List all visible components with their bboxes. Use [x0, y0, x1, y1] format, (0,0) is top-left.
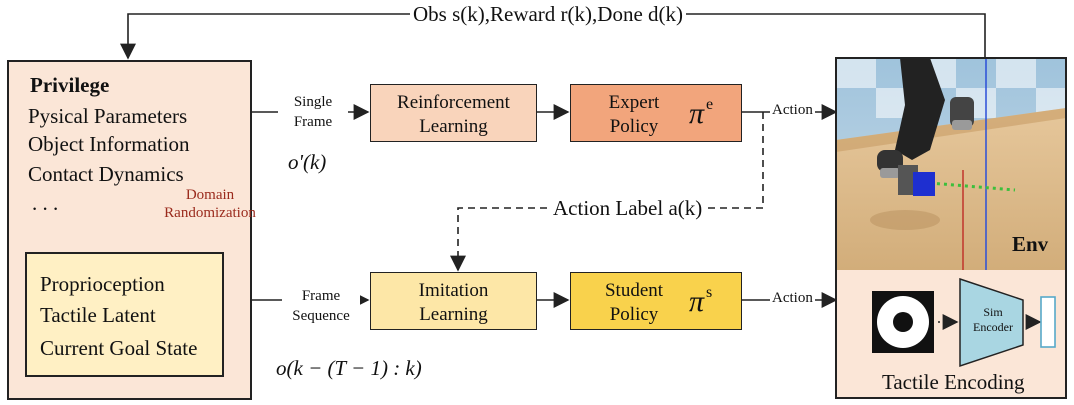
tactile-encoding-panel: [836, 270, 1066, 398]
privilege-title: Privilege: [30, 73, 110, 97]
domain-label: Domain: [185, 187, 235, 203]
randomization-label: Randomization: [164, 205, 256, 221]
domain-randomization-label: Domain Randomization: [160, 186, 260, 222]
pi-symbol: π: [689, 97, 705, 130]
sequence-label: Sequence: [292, 308, 350, 324]
student-input-item: Tactile Latent: [40, 303, 156, 327]
encoder-label-line1: Sim: [983, 305, 1003, 319]
expert-label-line1: Expert: [608, 92, 660, 113]
env-panel-border: [835, 57, 1067, 399]
action-label-link: Action Label a(k): [550, 196, 706, 221]
single-label: Single: [293, 94, 333, 110]
tactile-encoding-label: Tactile Encoding: [882, 370, 1025, 394]
rl-label-line2: Learning: [419, 116, 488, 137]
obs-single-formula: o'(k): [288, 150, 327, 174]
student-input-item: Proprioception: [40, 272, 165, 296]
expert-label-line2: Policy: [609, 116, 659, 137]
env-scene: [836, 58, 1066, 270]
obs-sequence-formula: o(k − (T − 1) : k): [276, 356, 422, 380]
privilege-item: . . .: [32, 191, 59, 215]
student-label-line2: Policy: [609, 304, 659, 325]
frame2-label: Frame: [301, 288, 341, 304]
student-label-line1: Student: [604, 280, 664, 301]
frame-sequence-label: Frame Sequence: [282, 286, 360, 326]
student-inputs-box: [25, 252, 224, 377]
frame-label: Frame: [293, 114, 333, 130]
env-label: Env: [1012, 232, 1049, 256]
expert-superscript: e: [706, 96, 714, 113]
student-superscript: s: [706, 284, 713, 301]
privilege-item: Object Information: [28, 132, 190, 156]
encoder-label-line2: Encoder: [973, 320, 1013, 334]
student-input-item: Current Goal State: [40, 336, 198, 360]
student-action-label: Action: [770, 290, 815, 307]
action-label-dashed-arrow: [450, 112, 764, 272]
single-frame-label: Single Frame: [278, 92, 348, 132]
il-label-line2: Learning: [419, 304, 488, 325]
pi-symbol: π: [689, 285, 705, 318]
imitation-learning-block: Imitation Learning: [370, 272, 537, 330]
feedback-label: Obs s(k),Reward r(k),Done d(k): [410, 2, 687, 27]
expert-action-label: Action: [770, 102, 815, 119]
reinforcement-learning-block: Reinforcement Learning: [370, 84, 537, 142]
privilege-item: Pysical Parameters: [28, 104, 188, 128]
privilege-item: Contact Dynamics: [28, 162, 184, 186]
encoder-label: Sim Encoder: [964, 305, 1022, 335]
il-label-line1: Imitation: [418, 280, 489, 301]
rl-label-line1: Reinforcement: [397, 92, 510, 113]
